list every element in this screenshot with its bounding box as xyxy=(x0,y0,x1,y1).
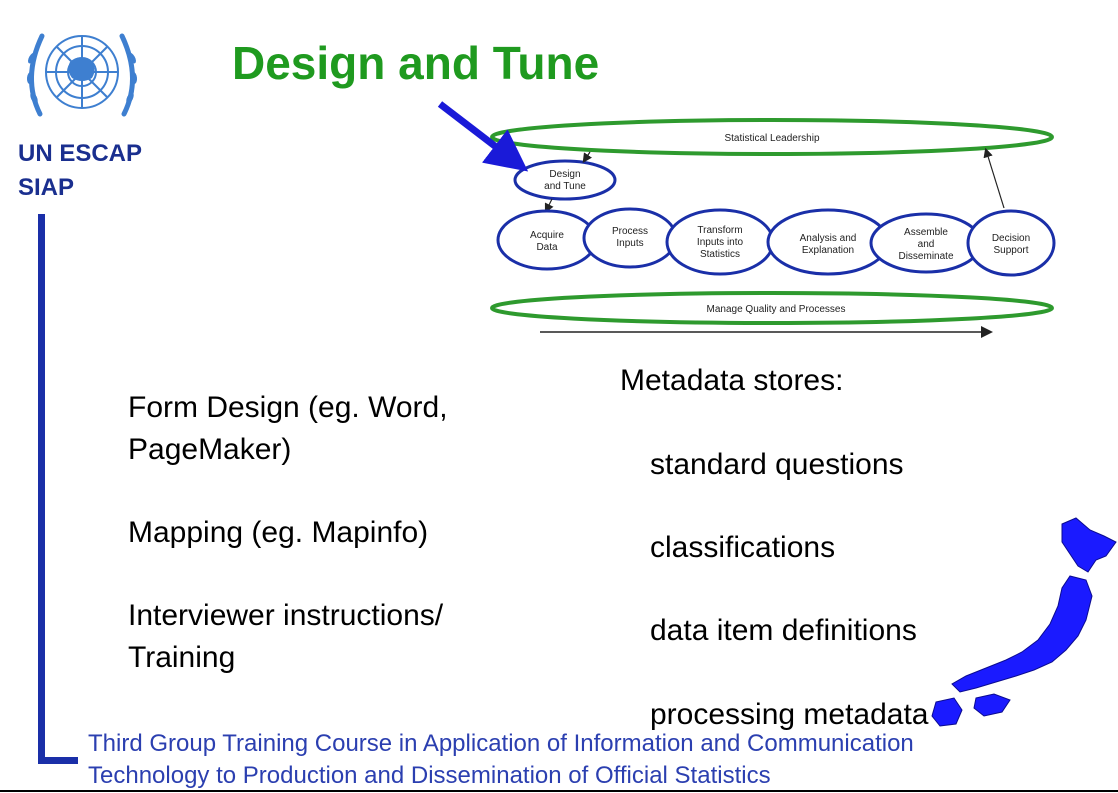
left-bullet-1-line-1: Form Design (eg. Word, xyxy=(128,391,448,424)
step-label: Support xyxy=(993,245,1028,256)
right-item-4: processing metadata xyxy=(650,698,929,731)
step-decision-support xyxy=(966,209,1056,277)
flow-arrow-decision-to-top xyxy=(983,147,1005,209)
design-tune-ellipse xyxy=(513,159,617,201)
step-process-inputs xyxy=(582,207,678,269)
step-label: Inputs into xyxy=(697,237,744,248)
right-item-1: standard questions xyxy=(650,448,904,481)
footer-line-1: Third Group Training Course in Applicati… xyxy=(88,730,914,757)
left-bullet-3-line-2: Training xyxy=(128,641,236,674)
right-item-3: data item definitions xyxy=(650,614,917,647)
step-acquire-data xyxy=(496,209,598,271)
org-name-line-1: UN ESCAP xyxy=(18,140,143,167)
top-band-label: Statistical Leadership xyxy=(724,133,819,144)
step-label: Disseminate xyxy=(898,251,953,262)
step-label: Data xyxy=(536,242,558,253)
left-bracket-vertical xyxy=(38,214,45,764)
left-bracket-horizontal xyxy=(38,757,78,764)
right-heading: Metadata stores: xyxy=(620,364,844,397)
un-emblem-logo xyxy=(26,33,138,117)
step-assemble-disseminate xyxy=(869,212,983,274)
left-bullet-1-line-2: PageMaker) xyxy=(128,433,292,466)
left-bullet-3-line-1: Interviewer instructions/ xyxy=(128,599,444,632)
step-label: Analysis and xyxy=(800,233,857,244)
bottom-band-label: Manage Quality and Processes xyxy=(707,304,846,315)
step-label: Process xyxy=(612,226,648,237)
bottom-rule xyxy=(0,790,1118,792)
step-label: Transform xyxy=(697,225,742,236)
step-label: Assemble xyxy=(904,227,948,238)
right-item-2: classifications xyxy=(650,531,836,564)
step-transform-inputs xyxy=(665,208,775,276)
left-bullet-2: Mapping (eg. Mapinfo) xyxy=(128,516,429,549)
design-tune-label-1: Design xyxy=(549,169,580,180)
step-label: Acquire xyxy=(530,230,564,241)
step-label: Statistics xyxy=(700,249,740,260)
bottom-band-ellipse xyxy=(490,291,1054,325)
japan-map-icon xyxy=(931,517,1117,727)
top-band-ellipse xyxy=(490,118,1054,156)
org-name-line-2: SIAP xyxy=(18,174,75,201)
step-label: Inputs xyxy=(616,238,643,249)
step-label: Explanation xyxy=(802,245,854,256)
step-label: and xyxy=(918,239,935,250)
flow-arrow-top-to-design xyxy=(582,151,592,163)
flow-arrow-design-to-acquire xyxy=(544,198,554,214)
step-label: Decision xyxy=(992,233,1030,244)
design-tune-label-2: and Tune xyxy=(544,181,586,192)
pointer-arrow xyxy=(437,101,529,172)
slide-title: Design and Tune xyxy=(232,37,600,89)
step-analysis-explanation xyxy=(766,208,890,276)
footer-line-2: Technology to Production and Disseminati… xyxy=(88,762,771,789)
